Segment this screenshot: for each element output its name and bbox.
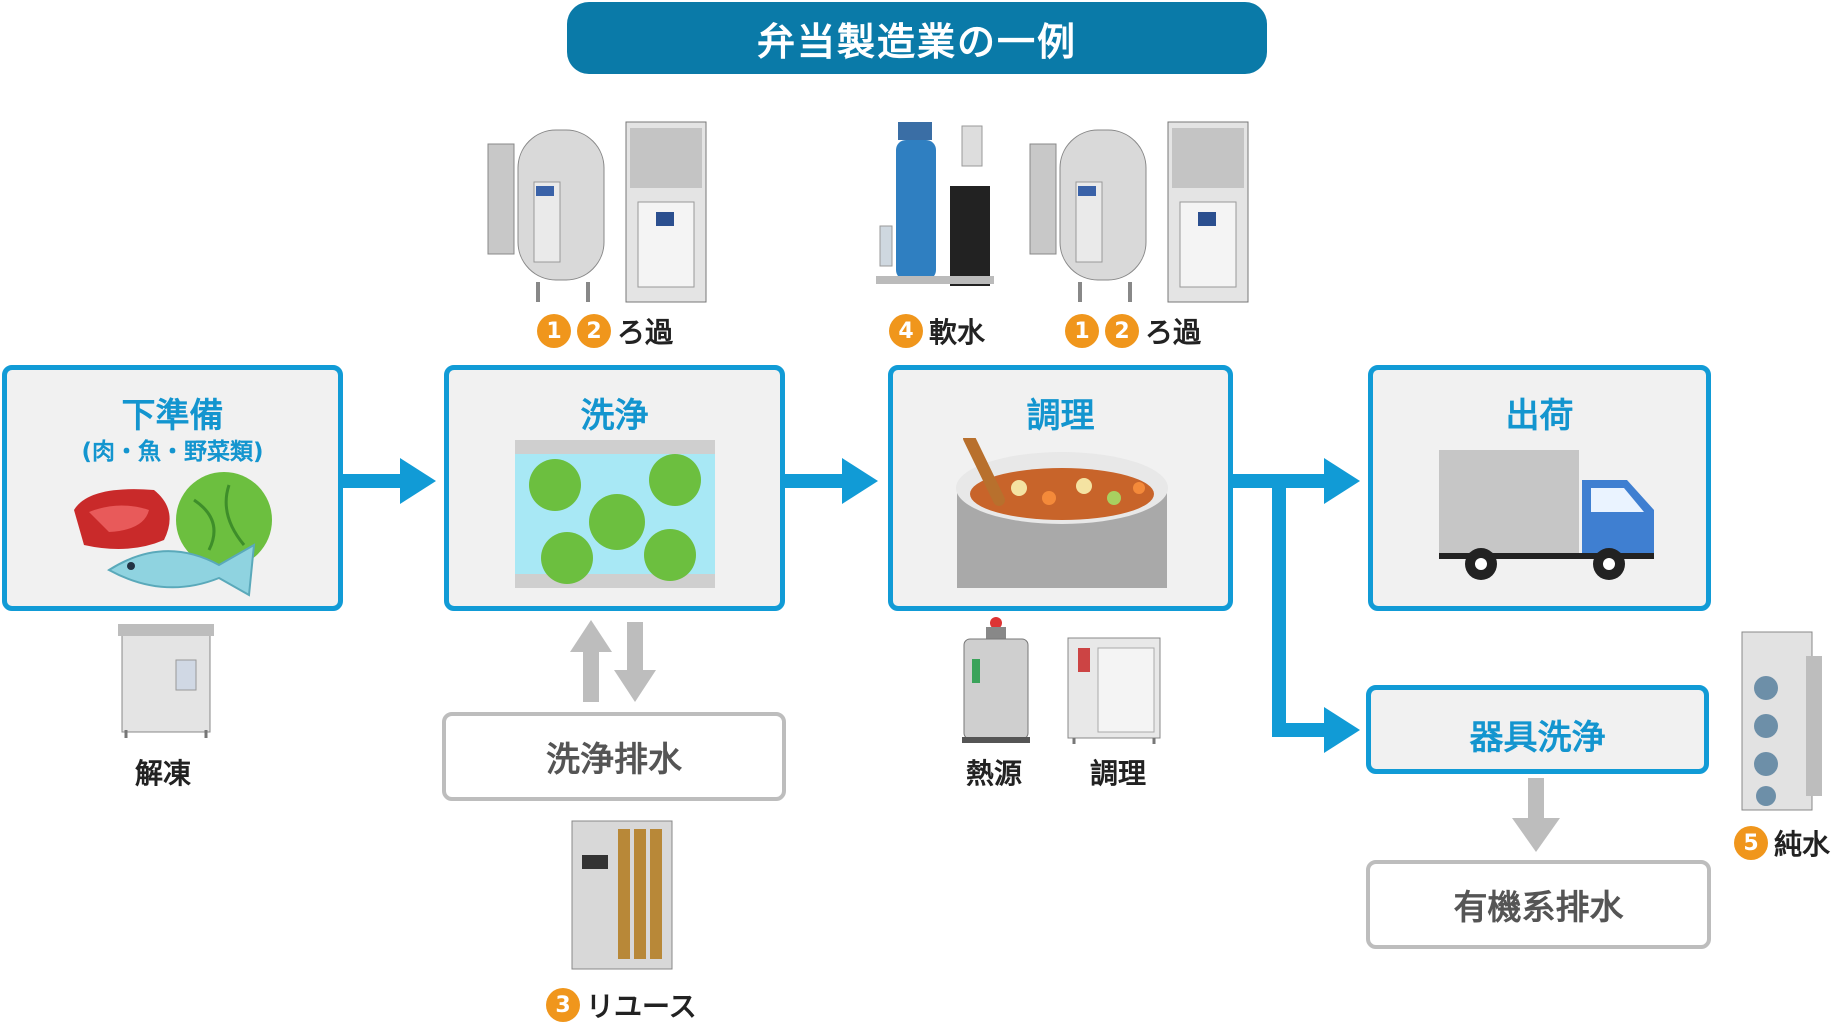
heat-source-equipment-image [956,615,1036,745]
arrow-wash-drain-down [614,622,656,702]
filtration-equipment-image-1 [478,112,718,307]
arrow-wash-to-cook [785,458,878,504]
equip-label-text: リユース [586,990,697,1023]
equip-label-reuse: 3 リユース [546,985,697,1025]
badge-number: 4 [889,314,923,348]
step-cook-title: 調理 [1026,396,1095,436]
equip-label-text: 熱源 [966,757,1023,790]
step-wash-box: 洗浄 [444,365,785,611]
thaw-equipment-image [116,620,216,740]
step-cook-box: 調理 [888,365,1233,611]
step-wash-title: 洗浄 [580,396,649,436]
organic-drain-label: 有機系排水 [1453,888,1624,928]
step-ship-box: 出荷 [1368,365,1711,611]
cooking-equipment-image [1064,634,1164,746]
filter-tank-icon [1029,121,1249,303]
badge-number: 5 [1734,826,1768,860]
equip-label-text: ろ過 [617,316,674,349]
equip-label-text: 純水 [1774,828,1831,861]
cooking-pot-icon [956,438,1168,588]
pure-water-equipment-image [1736,626,1826,816]
equip-label-text: 軟水 [929,316,986,349]
badge-number: 1 [537,314,571,348]
arrow-wash-drain-up [570,620,612,702]
organic-drain-box: 有機系排水 [1366,860,1711,949]
filtration-equipment-image-2 [1020,112,1260,307]
reuse-equipment-image [568,815,678,975]
step-prep-title: 下準備 [121,396,224,436]
arrow-prep-to-wash [343,458,436,504]
thaw-machine-icon [118,624,214,738]
equip-label-text: 調理 [1090,757,1147,790]
washing-tank-icon [515,440,715,588]
step-tool-wash-title: 器具洗浄 [1469,718,1606,758]
equip-label-text: ろ過 [1145,316,1202,349]
equip-label-filtration-1: 1 2 ろ過 [537,311,673,351]
step-prep-box: 下準備 (肉・魚・野菜類) [2,365,343,611]
delivery-truck-icon [1439,450,1654,580]
badge-number: 3 [546,988,580,1022]
step-prep-subtitle: (肉・魚・野菜類) [81,439,264,465]
arrow-cook-to-tool-wash [1272,474,1360,753]
badge-number: 2 [577,314,611,348]
equip-label-text: 解凍 [135,757,192,790]
step-tool-wash-box: 器具洗浄 [1366,685,1709,774]
equip-label-softener: 4 軟水 [889,311,985,351]
step-ship-title: 出荷 [1505,396,1574,436]
meat-fish-vegetable-icon [74,472,272,597]
equip-label-pure-water: 5 純水 [1734,823,1830,863]
equip-label-filtration-2: 1 2 ろ過 [1065,311,1201,351]
steam-cooker-icon [1067,637,1161,744]
filter-tank-icon [487,121,707,303]
wash-drain-label: 洗浄排水 [546,740,682,780]
boiler-icon [962,617,1030,743]
badge-number: 1 [1065,314,1099,348]
wash-drain-box: 洗浄排水 [442,712,786,801]
equip-label-cooking: 調理 [1090,752,1146,792]
badge-number: 2 [1105,314,1139,348]
pure-water-unit-icon [1741,631,1822,811]
arrow-tool-wash-to-drain [1512,778,1560,852]
equip-label-heat-source: 熱源 [966,752,1022,792]
reuse-unit-icon [571,820,673,970]
equip-label-thaw: 解凍 [135,752,191,792]
diagram-title: 弁当製造業の一例 [756,19,1077,64]
arrow-cook-to-ship [1233,458,1360,504]
water-softener-icon [876,122,994,286]
diagram-title-banner: 弁当製造業の一例 [567,2,1267,74]
water-softener-image [876,116,996,296]
